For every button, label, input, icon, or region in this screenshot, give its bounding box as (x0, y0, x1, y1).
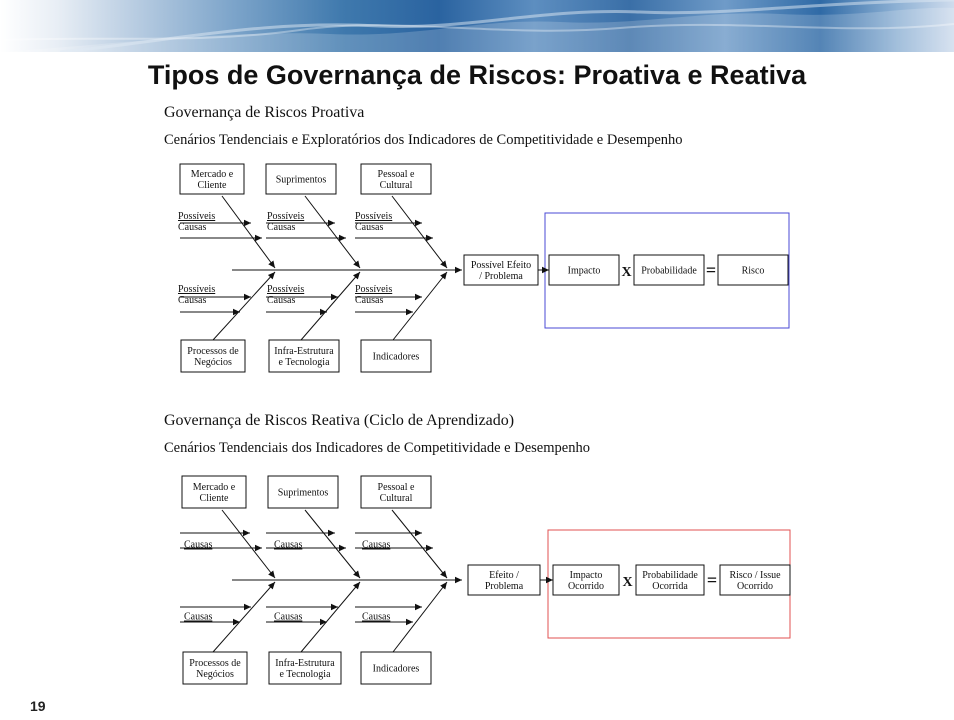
cause-label: Possíveis (267, 211, 304, 222)
banner-streaks (0, 0, 954, 52)
category-box-5-label: Infra-Estrutura (274, 346, 334, 357)
proactive-section-title: Governança de Riscos Proativa (164, 104, 365, 121)
cause-arrow-6-head (426, 234, 433, 242)
bone-arrow-5 (352, 272, 360, 280)
cause-label: Possíveis (355, 284, 392, 295)
cause-label: Causas (267, 222, 295, 233)
cause-arrow-11-head (415, 293, 422, 301)
bone-arrow-1 (268, 260, 275, 268)
cause-arrow-9-head (331, 293, 338, 301)
risk-box (717, 254, 789, 286)
bone-arrow-3 (440, 260, 447, 268)
category-box-6 (360, 339, 432, 373)
cause-arrow-8-head (233, 308, 240, 316)
bone-line-6 (392, 271, 448, 341)
cause-arrow-5-head (415, 219, 422, 227)
cause-label: Possíveis (267, 284, 304, 295)
category-box-1-label: Mercado e (191, 169, 234, 180)
category-box-2-label: Suprimentos (276, 175, 327, 186)
slide-title: Tipos de Governança de Riscos: Proativa … (147, 60, 807, 90)
bone-line-1 (221, 195, 276, 269)
cause-label: Possíveis (178, 211, 215, 222)
reactive-section-title: Governança de Riscos Reativa (Ciclo de A… (164, 412, 515, 429)
cause-arrow-10-head (320, 308, 327, 316)
cause-arrow-12-head (406, 308, 413, 316)
cause-label: Causas (267, 295, 295, 306)
category-box-5 (268, 339, 340, 373)
cause-label: Causas (355, 295, 383, 306)
effect-box-label: Possível Efeito (471, 260, 531, 271)
impact-box (548, 254, 620, 286)
bone-arrow-4 (267, 272, 275, 280)
cause-label: Possíveis (355, 211, 392, 222)
spine-arrow-head (455, 266, 462, 274)
bone-line-4 (212, 271, 276, 341)
equals-symbol: = (706, 260, 716, 280)
effect-box (463, 254, 539, 286)
cause-arrow-2-head (255, 234, 262, 242)
multiply-symbol: X (621, 265, 631, 280)
category-box-5-label: e Tecnologia (278, 357, 330, 368)
bone-arrow-6 (440, 272, 447, 280)
bone-line-3 (391, 195, 448, 269)
cause-arrow-4-head (339, 234, 346, 242)
probability-box-label: Probabilidade (641, 266, 697, 277)
proactive-section-subtitle: Cenários Tendenciais e Exploratórios dos… (164, 132, 683, 148)
bone-arrow-2 (353, 260, 360, 268)
effect-to-impact-arrow-head (542, 266, 549, 274)
category-box-1 (179, 163, 245, 195)
category-box-2 (265, 163, 337, 195)
header-banner (0, 0, 954, 52)
cause-label: Causas (178, 222, 206, 233)
category-box-4-label: Negócios (194, 357, 232, 368)
cause-arrow-7-head (244, 293, 251, 301)
category-box-6-label: Indicadores (373, 352, 420, 363)
cause-arrow-3-head (328, 219, 335, 227)
cause-label: Causas (355, 222, 383, 233)
cause-label: Possíveis (178, 284, 215, 295)
category-box-4-label: Processos de (187, 346, 239, 357)
category-box-3 (360, 163, 432, 195)
category-box-3-label: Pessoal e (378, 169, 416, 180)
impact-box-label: Impacto (568, 266, 601, 277)
bone-line-2 (304, 195, 361, 269)
reactive-section-subtitle: Cenários Tendenciais dos Indicadores de … (164, 440, 590, 456)
category-box-3-label: Cultural (380, 180, 413, 191)
probability-box (633, 254, 705, 286)
effect-box-label: / Problema (479, 271, 523, 282)
cause-label: Causas (178, 295, 206, 306)
bone-line-5 (300, 271, 361, 341)
cause-arrow-1-head (244, 219, 251, 227)
risk-box-label: Risco (742, 266, 765, 277)
category-box-1-label: Cliente (198, 180, 227, 191)
page-number: 19 (30, 698, 46, 714)
